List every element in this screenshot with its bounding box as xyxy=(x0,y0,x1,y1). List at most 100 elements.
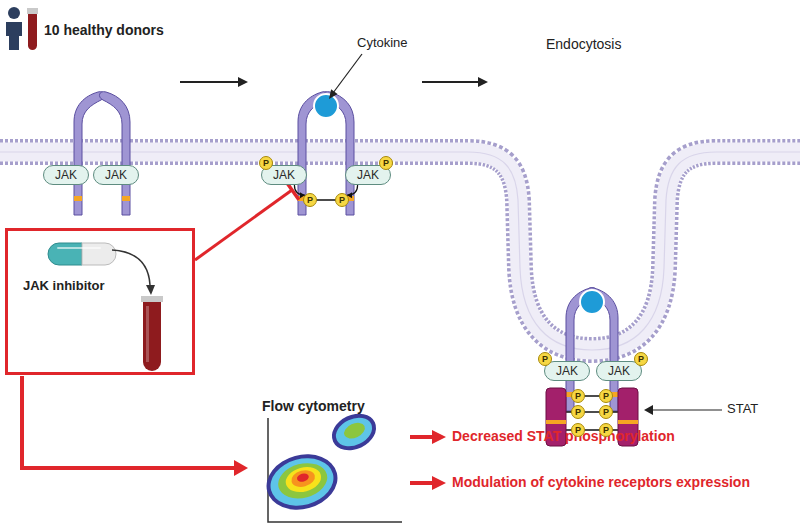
inhibitor-box: JAK inhibitor xyxy=(5,228,195,375)
callout-label: STAT xyxy=(727,402,758,417)
jak-kinase: JAK xyxy=(596,361,642,381)
phosphate-label: P xyxy=(263,159,269,168)
phosphate-circle: P xyxy=(599,423,613,437)
phosphate-label: P xyxy=(603,426,609,435)
membrane-midline xyxy=(0,152,800,350)
phosphate-circle: P xyxy=(335,193,349,207)
group-label: 10 healthy donors xyxy=(44,22,164,38)
receptor-resting xyxy=(74,92,130,215)
phosphate-circle: P xyxy=(571,389,585,403)
leader-line xyxy=(333,54,362,93)
step-arrow xyxy=(180,81,238,83)
arrow-head xyxy=(234,460,248,476)
phosphate-label: P xyxy=(339,196,345,205)
tyrosine-mark xyxy=(122,196,130,201)
phosphate-label: P xyxy=(603,392,609,401)
blood-tube xyxy=(143,300,161,371)
contour xyxy=(331,412,376,452)
jak-kinase: JAK xyxy=(93,165,139,185)
phosphate-label: P xyxy=(575,426,581,435)
step-label: Endocytosis xyxy=(546,36,621,52)
receptor-shape xyxy=(99,92,130,215)
arrow-head xyxy=(432,476,446,490)
connector-line xyxy=(347,185,358,195)
blood-vial xyxy=(28,10,37,50)
phosphate-circle: P xyxy=(599,405,613,419)
result-arrow xyxy=(410,435,432,439)
contour xyxy=(274,458,331,504)
phosphate-circle: P xyxy=(571,405,585,419)
capsule-half xyxy=(48,243,82,265)
inhibition-line xyxy=(195,190,292,260)
phosphate-label: P xyxy=(542,355,548,364)
contour xyxy=(289,468,316,490)
receptor-internalized xyxy=(546,288,638,446)
curved-arrow xyxy=(112,250,150,285)
contour xyxy=(260,447,344,518)
cell-cluster xyxy=(326,407,382,457)
pointer-arrows xyxy=(180,54,722,415)
stat-mark xyxy=(618,420,638,424)
kinase-label: JAK xyxy=(105,168,127,182)
receptor-active xyxy=(298,92,354,215)
contour xyxy=(342,420,368,442)
drug-label: JAK inhibitor xyxy=(23,278,105,293)
phosphate-label: P xyxy=(575,392,581,401)
cell-membrane xyxy=(0,152,800,350)
phosphorylation-arrow xyxy=(294,185,305,198)
contour xyxy=(265,452,339,513)
phosphate-circle: P xyxy=(599,389,613,403)
contour xyxy=(326,407,382,457)
connector-line xyxy=(294,185,305,195)
receptor-shape xyxy=(74,92,105,215)
flow-arrow xyxy=(22,376,234,468)
kinase-label: JAK xyxy=(55,168,77,182)
inhibitor-art xyxy=(22,180,299,476)
jak-kinase: JAK xyxy=(544,361,590,381)
kinase-label: JAK xyxy=(608,364,630,378)
phosphate-circle: P xyxy=(538,352,552,366)
result-text: Decreased STAT phosphorylation xyxy=(452,428,675,444)
phosphate-label: P xyxy=(383,159,389,168)
kinase-label: JAK xyxy=(273,168,295,182)
arrow-head xyxy=(238,77,248,87)
arrow-head xyxy=(300,192,305,198)
phosphate-circle: P xyxy=(634,352,648,366)
callout-label: Cytokine xyxy=(357,36,408,51)
kinase-label: JAK xyxy=(556,364,578,378)
person-head xyxy=(8,7,20,19)
arrow-head xyxy=(644,405,653,415)
capsule-shine xyxy=(58,247,100,249)
vial-cap xyxy=(27,8,38,14)
phosphate-circle: P xyxy=(303,193,317,207)
cytokine-ball xyxy=(314,94,338,118)
contour xyxy=(296,472,310,483)
leader-line xyxy=(653,409,722,410)
phosphate-label: P xyxy=(307,196,313,205)
plot-title: Flow cytometry xyxy=(262,398,365,414)
phosphate-label: P xyxy=(575,408,581,417)
contour xyxy=(283,463,324,495)
tyrosine-mark xyxy=(74,196,82,201)
arrow-head xyxy=(146,285,155,295)
phosphate-label: P xyxy=(603,408,609,417)
arrow-head xyxy=(329,89,338,99)
phosphate-circle: P xyxy=(379,156,393,170)
membrane-heads xyxy=(0,152,800,350)
receptor-chain xyxy=(74,92,105,215)
jak-kinase: JAK xyxy=(43,165,89,185)
result-arrow xyxy=(410,481,432,485)
phosphate-circle: P xyxy=(571,423,585,437)
result-text: Modulation of cytokine receptors express… xyxy=(452,474,750,490)
arrow-head xyxy=(432,430,446,444)
cell-cluster xyxy=(260,447,344,518)
flow-plot xyxy=(260,407,446,522)
person-body xyxy=(6,22,22,50)
cytokine-ball xyxy=(580,290,604,314)
tube-shine xyxy=(146,306,149,362)
kinase-label: JAK xyxy=(357,168,379,182)
